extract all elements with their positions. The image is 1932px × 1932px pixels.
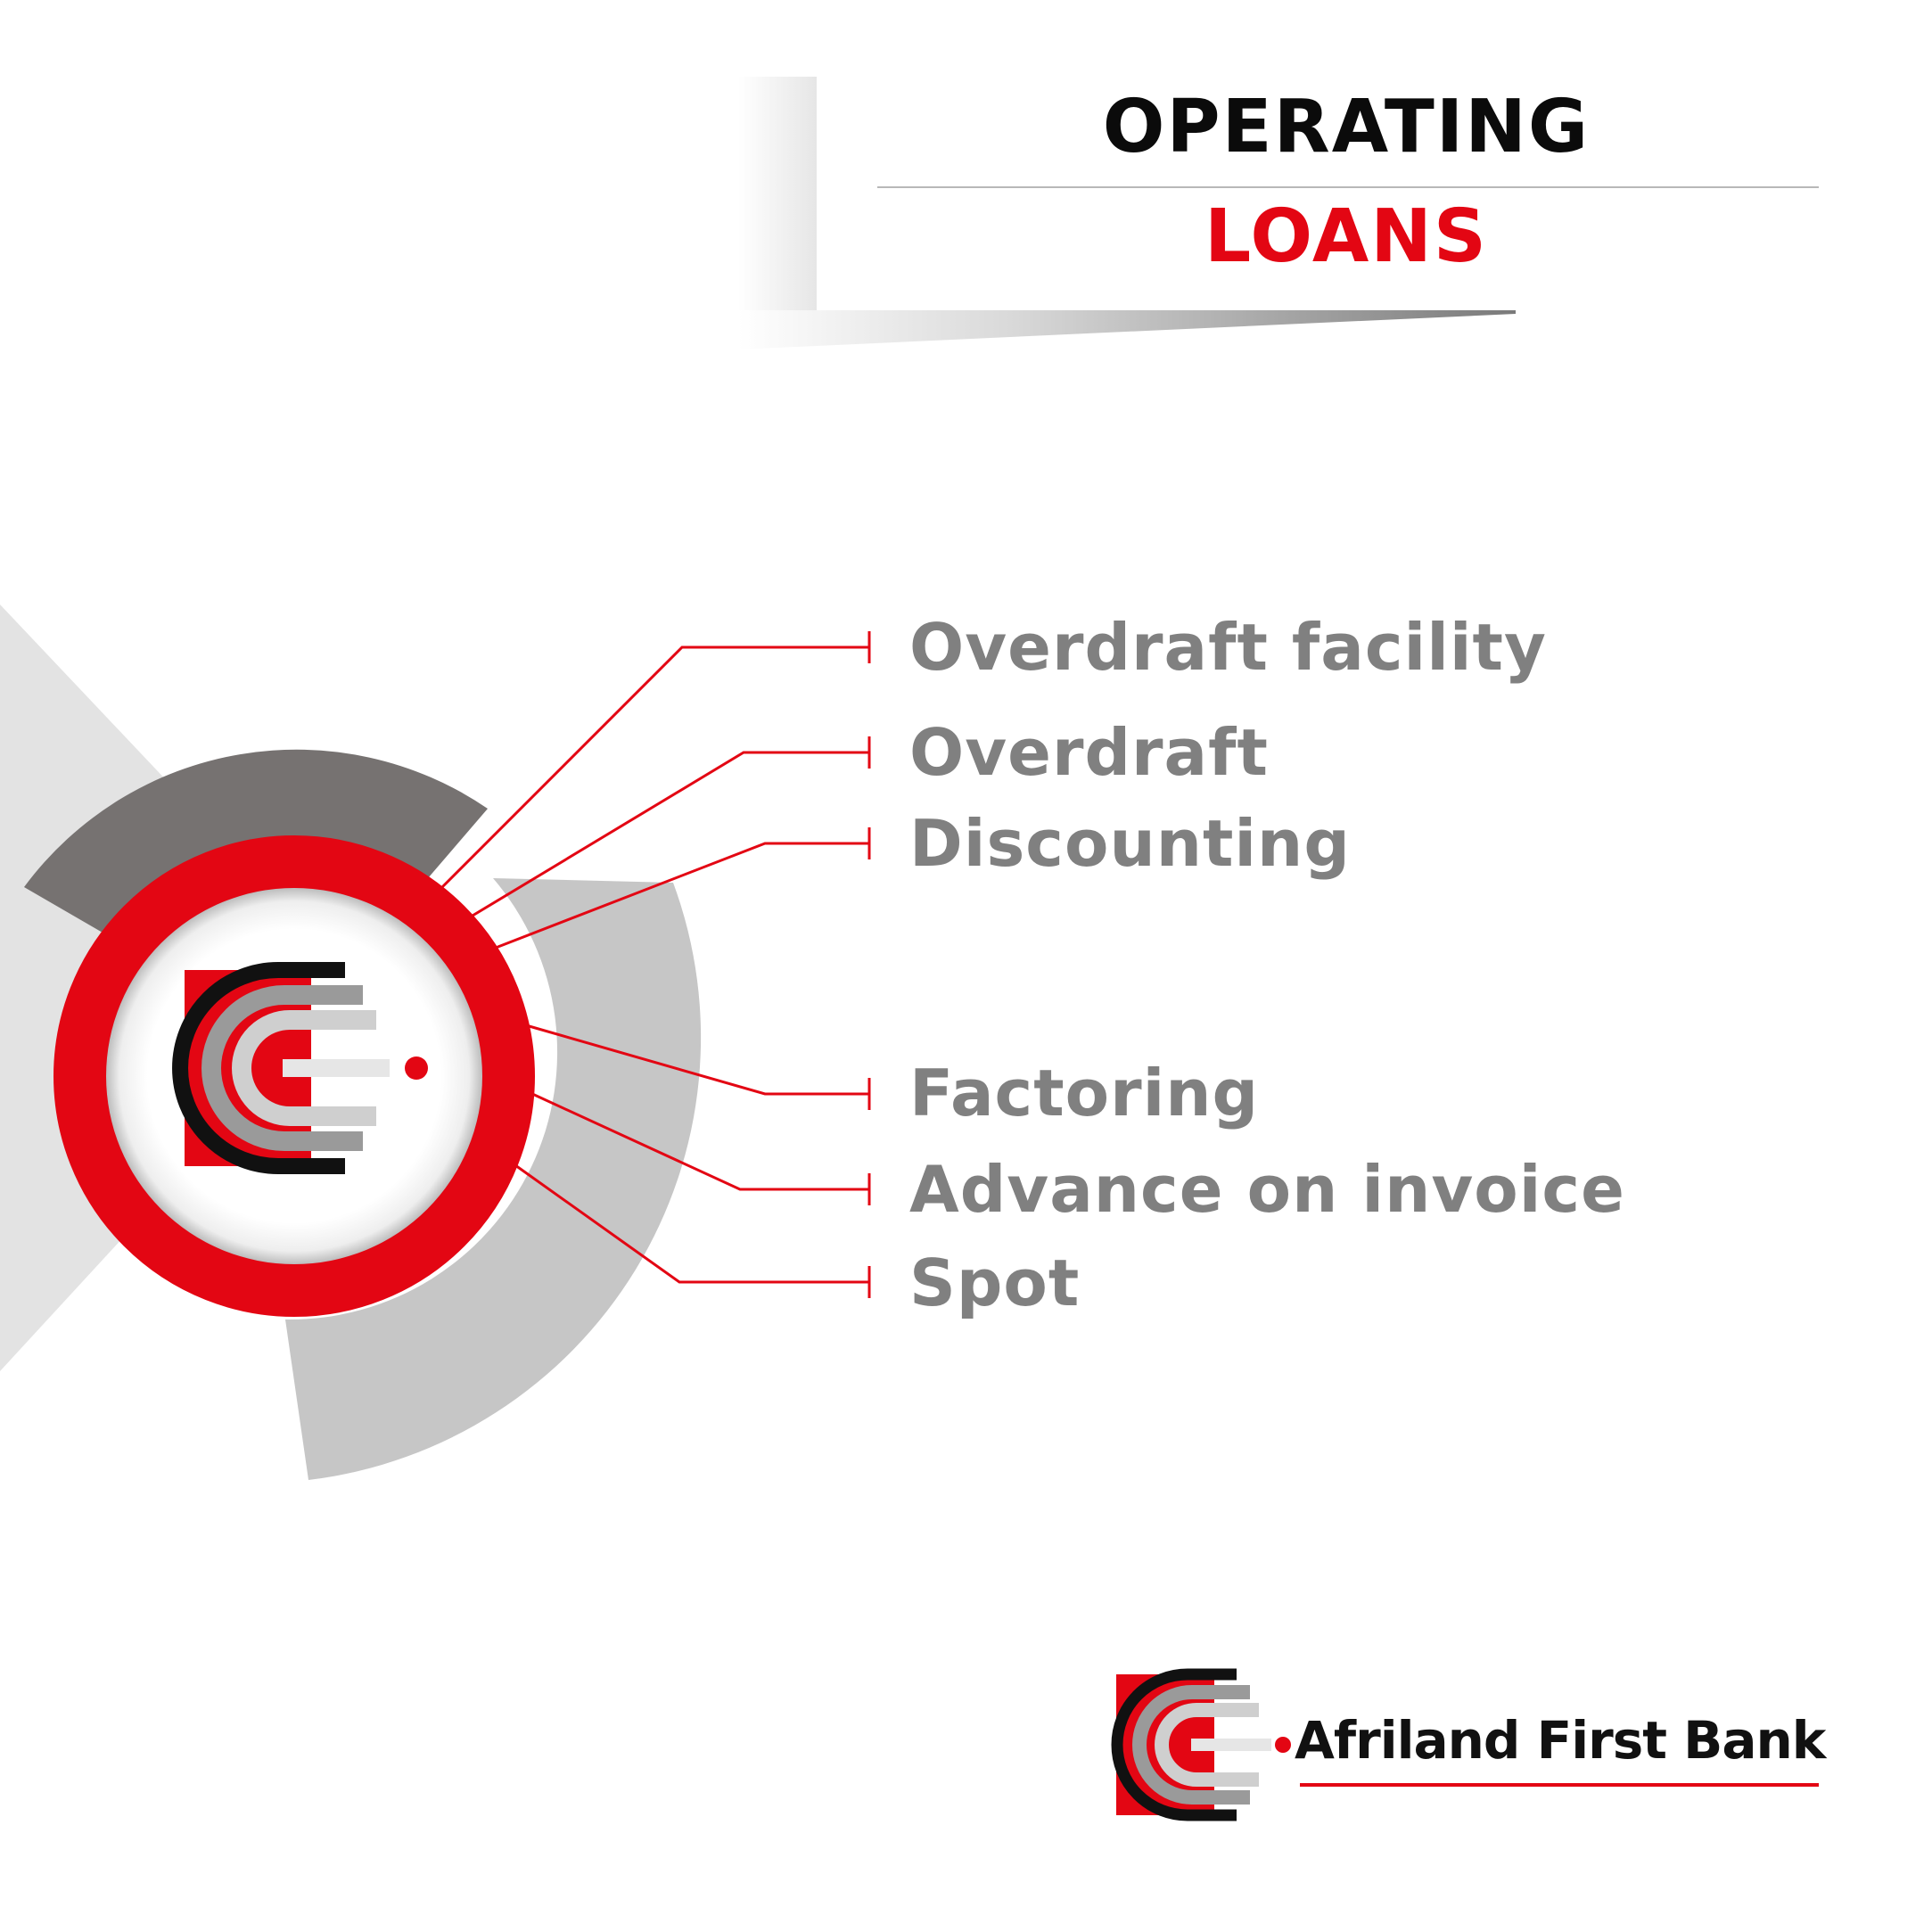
item-overdraft-facility: Overdraft facility — [909, 610, 1547, 685]
header-frame-left — [738, 77, 817, 310]
item-discounting: Discounting — [909, 806, 1351, 881]
connector-overdraft — [472, 751, 869, 917]
page-title-line1: OPERATING — [1102, 85, 1591, 169]
item-advance-on-invoice: Advance on invoice — [909, 1152, 1625, 1227]
dark-gray-arc — [24, 749, 488, 933]
brand-name: Afriland First Bank — [1295, 1710, 1826, 1771]
connector-advance-on-invoice — [530, 1091, 869, 1191]
afriland-logo-icon — [172, 962, 428, 1174]
light-gray-arc — [285, 878, 702, 1480]
page-title-line2: LOANS — [1204, 194, 1488, 279]
connector-spot — [514, 1163, 869, 1284]
header-frame-bottom — [738, 310, 1516, 349]
connector-factoring — [525, 1024, 869, 1096]
item-overdraft: Overdraft — [909, 715, 1269, 790]
item-spot: Spot — [909, 1246, 1081, 1320]
afriland-logo-icon — [1111, 1668, 1291, 1821]
connector-overdraft-facility — [440, 645, 869, 889]
item-factoring: Factoring — [909, 1056, 1260, 1130]
connector-discounting — [495, 842, 869, 950]
red-ring — [53, 835, 535, 1317]
connectors — [440, 631, 871, 1298]
